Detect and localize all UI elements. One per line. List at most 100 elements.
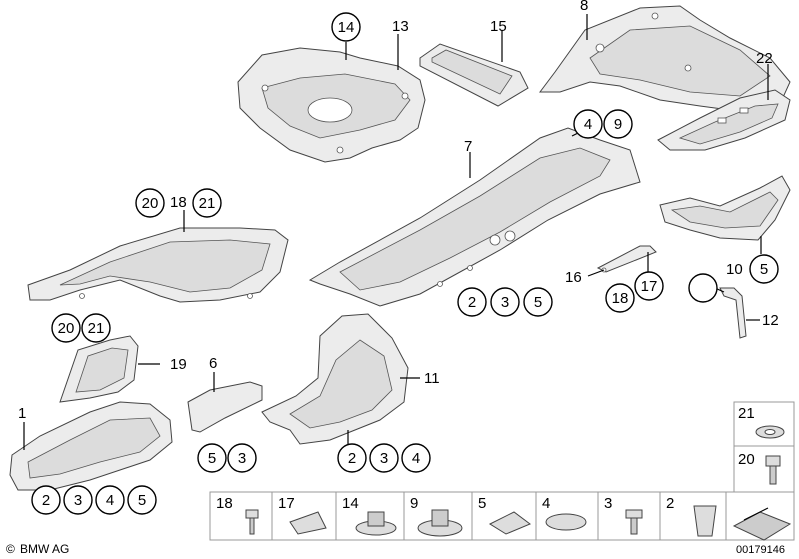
circle-callout-14: 14 (331, 12, 361, 42)
svg-text:11: 11 (424, 370, 440, 387)
callout-16: 16 (565, 269, 582, 286)
hw-label-5: 5 (478, 495, 486, 512)
arrow-icon (732, 507, 792, 541)
svg-text:3: 3 (380, 450, 388, 467)
svg-text:5: 5 (534, 294, 542, 311)
circle-callout-5-b6: 5 (197, 443, 227, 473)
circle-callout-20-left: 20 (51, 313, 81, 343)
circle-callout-3-b1: 3 (63, 485, 93, 515)
part-1-shield (9, 401, 173, 491)
hw-label-3: 3 (604, 495, 612, 512)
circle-callout-2-b11: 2 (337, 443, 367, 473)
svg-text:10: 10 (726, 261, 743, 278)
svg-text:4: 4 (412, 450, 420, 467)
svg-text:2: 2 (468, 294, 476, 311)
circle-callout-18-mid: 18 (605, 283, 635, 313)
hw-label-2: 2 (666, 495, 674, 512)
washer-21-icon (755, 425, 785, 439)
clip-5-icon (488, 511, 531, 535)
circle-callout-20-top: 20 (135, 188, 165, 218)
svg-text:14: 14 (338, 19, 355, 36)
callout-22: 22 (756, 50, 773, 67)
callout-18-top: 18 (170, 194, 187, 211)
part-22-shield (657, 89, 791, 151)
svg-text:17: 17 (641, 278, 658, 295)
hw-cell-20 (733, 445, 795, 493)
hw-label-21: 21 (738, 405, 755, 422)
svg-text:5: 5 (138, 492, 146, 509)
svg-text:3: 3 (238, 450, 246, 467)
svg-text:18: 18 (170, 194, 187, 211)
svg-text:4: 4 (584, 116, 592, 133)
nut-9-icon (417, 509, 463, 537)
svg-text:20: 20 (142, 195, 159, 212)
hw-label-9: 9 (410, 495, 418, 512)
svg-text:21: 21 (199, 195, 216, 212)
screw-18-icon (245, 509, 259, 535)
svg-text:8: 8 (580, 0, 588, 14)
svg-text:12: 12 (762, 312, 779, 329)
nut-4-icon (545, 513, 587, 531)
svg-text:9: 9 (614, 116, 622, 133)
callout-15: 15 (490, 18, 507, 35)
nut-14-icon (355, 511, 397, 536)
svg-text:2: 2 (348, 450, 356, 467)
circle-callout-5-right: 5 (749, 254, 779, 284)
copyright-symbol: © (6, 542, 15, 556)
svg-text:6: 6 (209, 355, 217, 372)
callout-6: 6 (209, 355, 217, 372)
brand-label: BMW AG (20, 542, 69, 556)
callout-11: 11 (424, 370, 440, 387)
circle-callout-3-b6: 3 (227, 443, 257, 473)
part-19-shield (59, 335, 139, 403)
hw-label-17: 17 (278, 495, 295, 512)
circle-callout-3-b11: 3 (369, 443, 399, 473)
part-12-bracket (719, 287, 747, 339)
plug-2-icon (693, 505, 717, 537)
part-15-plate (419, 43, 529, 107)
svg-text:5: 5 (208, 450, 216, 467)
circle-callout-5-mid: 5 (523, 287, 553, 317)
part-13-shield (237, 47, 426, 163)
svg-text:3: 3 (501, 294, 509, 311)
part-6-bracket (187, 381, 263, 433)
screw-3-icon (625, 509, 643, 535)
circle-callout-9: 9 (603, 109, 633, 139)
callout-12: 12 (762, 312, 779, 329)
circle-callout-4-b1: 4 (95, 485, 125, 515)
circle-callout-4-a: 4 (573, 109, 603, 139)
callout-13: 13 (392, 18, 409, 35)
svg-text:1: 1 (18, 405, 26, 422)
callout-8: 8 (580, 0, 588, 14)
part-10-side-shield (659, 175, 791, 241)
callout-7: 7 (464, 138, 472, 155)
clip-17-icon (289, 511, 327, 535)
hw-label-20: 20 (738, 451, 755, 468)
callout-1: 1 (18, 405, 26, 422)
hw-label-18: 18 (216, 495, 233, 512)
svg-text:15: 15 (490, 18, 507, 35)
circle-callout-21-top: 21 (192, 188, 222, 218)
circle-callout-4-b11: 4 (401, 443, 431, 473)
svg-text:21: 21 (88, 320, 105, 337)
callout-19: 19 (170, 356, 187, 373)
circle-callout-21-left: 21 (81, 313, 111, 343)
svg-text:2: 2 (42, 492, 50, 509)
part-16-bracket (596, 245, 657, 273)
circle-callout-3-mid: 3 (490, 287, 520, 317)
hw-label-4: 4 (542, 495, 550, 512)
hw-label-14: 14 (342, 495, 359, 512)
svg-text:13: 13 (392, 18, 409, 35)
hardware-side: 21 20 (733, 401, 795, 493)
part-18-shield (27, 227, 289, 303)
circle-callout-5-b1: 5 (127, 485, 157, 515)
circle-callout-2-b1: 2 (31, 485, 61, 515)
diagram-number: 00179146 (736, 544, 785, 556)
svg-text:22: 22 (756, 50, 773, 67)
part-7-tunnel-shield (308, 127, 641, 307)
svg-text:18: 18 (612, 290, 629, 307)
callout-10: 10 (726, 261, 743, 278)
svg-text:7: 7 (464, 138, 472, 155)
circle-callout-4-b (688, 273, 718, 303)
